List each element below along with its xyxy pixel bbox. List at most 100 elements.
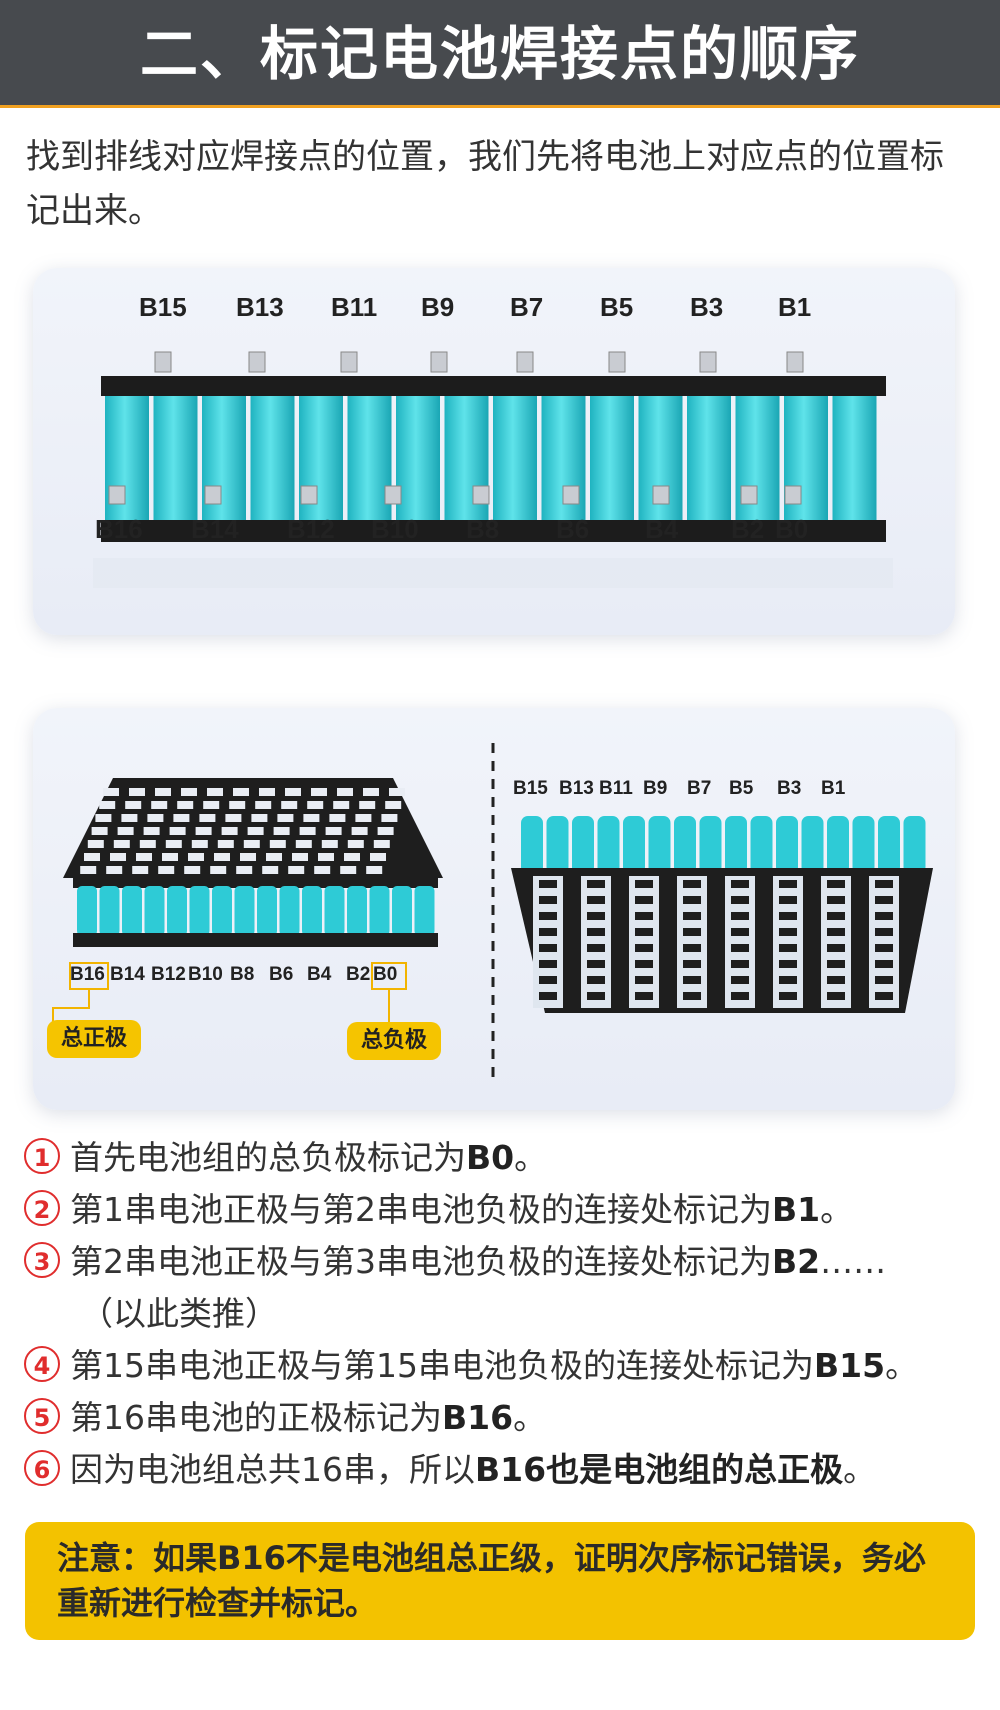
busbar-slot xyxy=(827,912,845,920)
busbar-slot xyxy=(635,896,653,904)
battery-cell xyxy=(801,816,824,874)
battery-cell xyxy=(623,816,645,874)
pack-top-label-b9: B9 xyxy=(643,778,668,799)
busbar-slot xyxy=(221,827,238,835)
battery-cell xyxy=(750,816,773,874)
step-text: 第16串电池的正极标记为B16。 xyxy=(70,1398,547,1437)
busbar-slot xyxy=(113,840,130,848)
busbar-slot xyxy=(779,976,797,984)
nickel-tab xyxy=(516,351,534,373)
label-b16: B16 xyxy=(95,514,143,544)
busbar-slot xyxy=(84,853,100,861)
busbar-slot xyxy=(340,866,357,874)
battery-cell xyxy=(674,816,696,874)
battery-cell xyxy=(105,388,149,528)
busbar-slot xyxy=(191,840,208,848)
battery-cell xyxy=(324,886,345,936)
busbar-slot xyxy=(539,912,557,920)
busbar-slot xyxy=(587,976,605,984)
busbar-slot xyxy=(635,912,653,920)
busbar-slot xyxy=(779,944,797,952)
total-negative-tag: 总负极 xyxy=(347,1022,441,1060)
busbar-slot xyxy=(129,788,145,796)
busbar-strip xyxy=(821,876,851,1008)
label-b8: B8 xyxy=(466,514,500,544)
step-1: 1 首先电池组的总负极标记为B0。 xyxy=(24,1132,984,1184)
busbar-slot xyxy=(295,840,312,848)
busbar-slot xyxy=(95,814,112,822)
pack-label-b4: B4 xyxy=(307,964,332,985)
busbar-slot xyxy=(307,801,324,809)
step-text: 第15串电池正极与第15串电池负极的连接处标记为B15。 xyxy=(70,1346,919,1385)
busbar-slot xyxy=(635,960,653,968)
busbar-slot xyxy=(875,928,893,936)
busbar-slot xyxy=(299,827,316,835)
busbar-slot xyxy=(635,944,653,952)
nickel-tab xyxy=(300,485,318,505)
nickel-tab xyxy=(204,485,222,505)
busbar-strip xyxy=(773,876,803,1008)
nickel-tab xyxy=(430,351,448,373)
busbar-slot xyxy=(539,896,557,904)
pack-top-label-b3: B3 xyxy=(777,778,802,799)
label-b11: B11 xyxy=(331,292,378,322)
busbar-slot xyxy=(355,814,372,822)
busbar-slot xyxy=(132,866,149,874)
label-b0: B0 xyxy=(775,514,809,544)
step-text: 第1串电池正极与第2串电池负极的连接处标记为B1。 xyxy=(70,1190,854,1229)
busbar-slot xyxy=(99,801,116,809)
battery-cell xyxy=(347,388,392,528)
busbar-slot xyxy=(731,992,749,1000)
label-b5: B5 xyxy=(600,292,634,322)
label-b14: B14 xyxy=(191,514,239,544)
battery-cell xyxy=(784,388,828,528)
busbar-slot xyxy=(363,788,379,796)
battery-cell xyxy=(122,886,142,936)
busbar-slot xyxy=(635,928,653,936)
busbar-slot xyxy=(875,944,893,952)
battery-cell xyxy=(369,886,390,936)
pack-top-label-b5: B5 xyxy=(729,778,754,799)
busbar-slot xyxy=(110,853,126,861)
busbar-slot xyxy=(827,880,845,888)
busbar-slot xyxy=(635,976,653,984)
busbar-slot xyxy=(285,788,301,796)
battery-cell xyxy=(99,886,120,936)
pack-top-label-b11: B11 xyxy=(599,778,633,799)
busbar-slot xyxy=(827,976,845,984)
pack-top-label-b15: B15 xyxy=(513,778,548,799)
busbar-slot xyxy=(827,896,845,904)
busbar-slot xyxy=(158,866,175,874)
busbar-slot xyxy=(587,992,605,1000)
busbar-slot xyxy=(325,827,342,835)
busbar-slot xyxy=(587,960,605,968)
busbar-slot xyxy=(875,880,893,888)
battery-cell xyxy=(77,886,97,936)
nickel-tab xyxy=(384,485,402,505)
battery-cell xyxy=(279,886,300,936)
label-b1: B1 xyxy=(778,292,812,322)
busbar-slot xyxy=(147,814,164,822)
busbar-slot xyxy=(683,992,701,1000)
battery-cell xyxy=(250,388,295,528)
pack-top-label-b7: B7 xyxy=(687,778,712,799)
busbar-slot xyxy=(779,960,797,968)
busbar-slot xyxy=(587,944,605,952)
busbar-slot xyxy=(827,960,845,968)
busbar-slot xyxy=(875,960,893,968)
battery-cell xyxy=(878,816,900,874)
busbar-slot xyxy=(377,827,394,835)
busbar-slot xyxy=(683,896,701,904)
b0-highlight-box xyxy=(371,962,407,990)
busbar-slot xyxy=(731,912,749,920)
step-number: 3 xyxy=(24,1242,60,1278)
battery-front-illustration xyxy=(93,351,893,588)
busbar-slot xyxy=(731,880,749,888)
busbar-slot xyxy=(214,853,230,861)
busbar-slot xyxy=(240,853,256,861)
pack-label-b8: B8 xyxy=(230,964,255,985)
warning-note: 注意：如果B16不是电池组总正级，证明次序标记错误，务必重新进行检查并标记。 xyxy=(25,1522,975,1640)
busbar-slot xyxy=(683,928,701,936)
busbar-slot xyxy=(184,866,201,874)
